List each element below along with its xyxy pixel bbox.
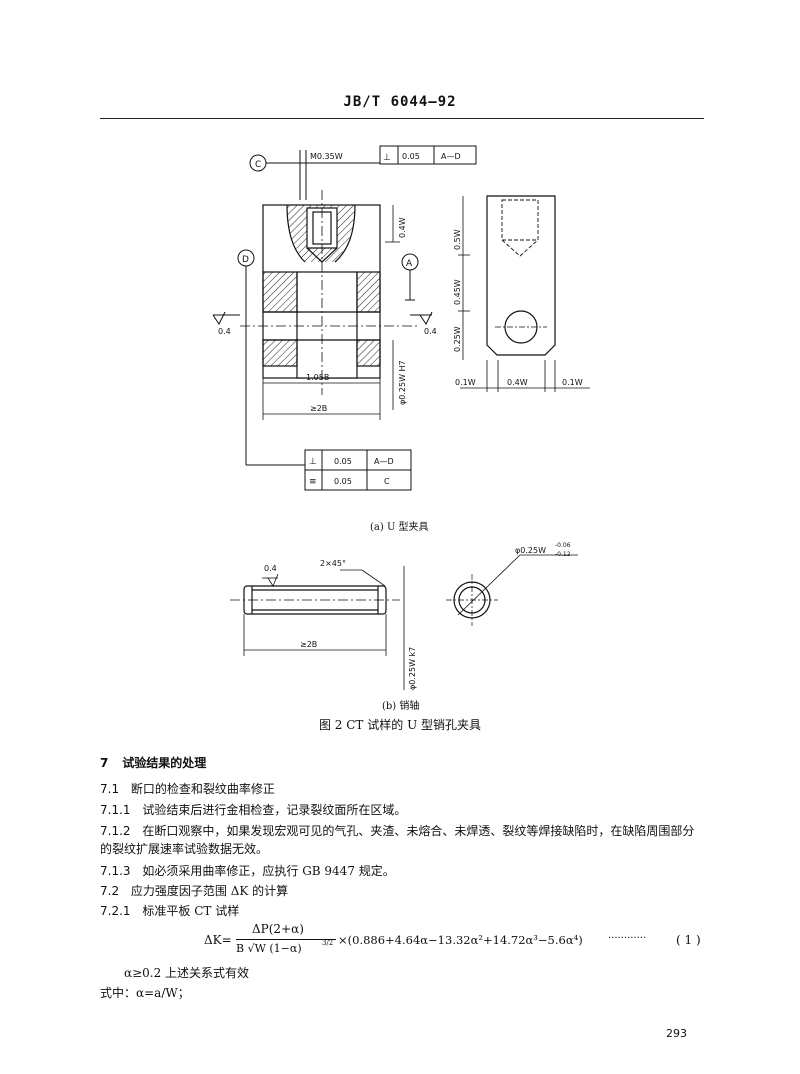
pin-view [230, 574, 498, 626]
dim-0-4w: 0.4W [398, 217, 407, 238]
pin-tol-upper: -0.06 [555, 542, 571, 549]
fraction-bar [236, 939, 336, 940]
bottom-frame-1-value: 0.05 [334, 457, 352, 466]
formula-exponent: 3/2 [322, 939, 334, 947]
bottom-frame-1-symbol: ⊥ [309, 457, 317, 467]
bottom-frame-2-value: 0.05 [334, 477, 352, 486]
pin-roughness: 0.4 [264, 564, 277, 573]
caption-a: (a) U 型夹具 [370, 522, 429, 533]
dim-1-05b: 1.05B [306, 373, 329, 382]
formula-rhs: ×(0.886+4.64α−13.32α²+14.72α³−5.6α⁴) [338, 933, 583, 947]
datum-a-label: A [406, 259, 413, 269]
pin-tol-lower: -0.12 [555, 551, 571, 558]
caption-b: (b) 销轴 [382, 701, 420, 712]
formula-dots: ············ [608, 933, 647, 944]
formula-denominator: B √W (1−α) [236, 942, 302, 955]
formula-lhs: ΔK= [204, 933, 232, 947]
roughness-right: 0.4 [424, 327, 437, 336]
top-frame-symbol: ⊥ [383, 153, 391, 163]
bottom-frame-2-datum: C [384, 477, 390, 486]
clause-7-1-2: 7.1.2 在断口观察中，如果发现宏观可见的气孔、夹渣、未熔合、未焊透、裂纹等焊… [100, 824, 695, 856]
section-title: 试验结果的处理 [122, 756, 207, 770]
section-number: 7 [100, 756, 109, 770]
figure-caption: 图 2 CT 试样的 U 型销孔夹具 [318, 718, 481, 732]
page-header: JB/T 6044—92 [343, 94, 457, 110]
equation-number: ( 1 ) [676, 933, 701, 947]
roughness-left: 0.4 [218, 327, 231, 336]
header-rule [100, 118, 704, 119]
formula-1: ΔK= ΔP(2+α) B √W (1−α) 3/2 ×(0.886+4.64α… [204, 922, 704, 962]
clause-7-1-3: 7.1.3 如必须采用曲率修正，应执行 GB 9447 规定。 [100, 864, 395, 878]
clause-7-2: 7.2 应力强度因子范围 ΔK 的计算 [100, 884, 289, 898]
formula-numerator: ΔP(2+α) [252, 922, 304, 936]
bottom-frame-1-datum: A—D [374, 457, 394, 466]
pin-diameter: φ0.25W [515, 546, 546, 555]
dim-2b-a: ≥2B [310, 404, 327, 413]
bottom-frame-2-symbol: ≡ [309, 477, 317, 487]
top-frame-datum: A—D [441, 152, 461, 161]
pin-dim-025w-k7: φ0.25W k7 [408, 647, 417, 690]
section-7-heading: 7 试验结果的处理 [100, 755, 206, 771]
front-view [240, 190, 420, 395]
dim-0-4w-bottom: 0.4W [507, 378, 528, 387]
validity-note: α≥0.2 上述关系式有效 [124, 966, 250, 980]
pin-dim-2b: ≥2B [300, 640, 317, 649]
top-frame-value: 0.05 [402, 152, 420, 161]
where-clause: 式中：α=a/W； [100, 986, 190, 1000]
clause-7-1-1: 7.1.1 试验结束后进行金相检查，记录裂纹面所在区域。 [100, 803, 407, 817]
page-number: 293 [666, 1027, 687, 1040]
dim-0-25w: 0.25W [453, 326, 462, 352]
clause-7-1: 7.1 断口的检查和裂纹曲率修正 [100, 782, 275, 796]
dim-0-1w-right: 0.1W [562, 378, 583, 387]
clause-7-2-1: 7.2.1 标准平板 CT 试样 [100, 904, 240, 918]
pin-chamfer: 2×45° [320, 559, 346, 568]
datum-d-label: D [242, 255, 249, 265]
dim-0-5w: 0.5W [453, 229, 462, 250]
fixture-drawing: C M0.35W ⊥ 0.05 A—D D A 0.4 0.4 0.4W φ0.… [212, 145, 590, 690]
dim-0-25w-h7: φ0.25W H7 [398, 360, 407, 405]
datum-c-label: C [255, 160, 261, 170]
side-view [486, 195, 556, 356]
dim-0-45w: 0.45W [453, 279, 462, 305]
dim-0-1w-left: 0.1W [455, 378, 476, 387]
position-tolerance: M0.35W [310, 152, 343, 161]
